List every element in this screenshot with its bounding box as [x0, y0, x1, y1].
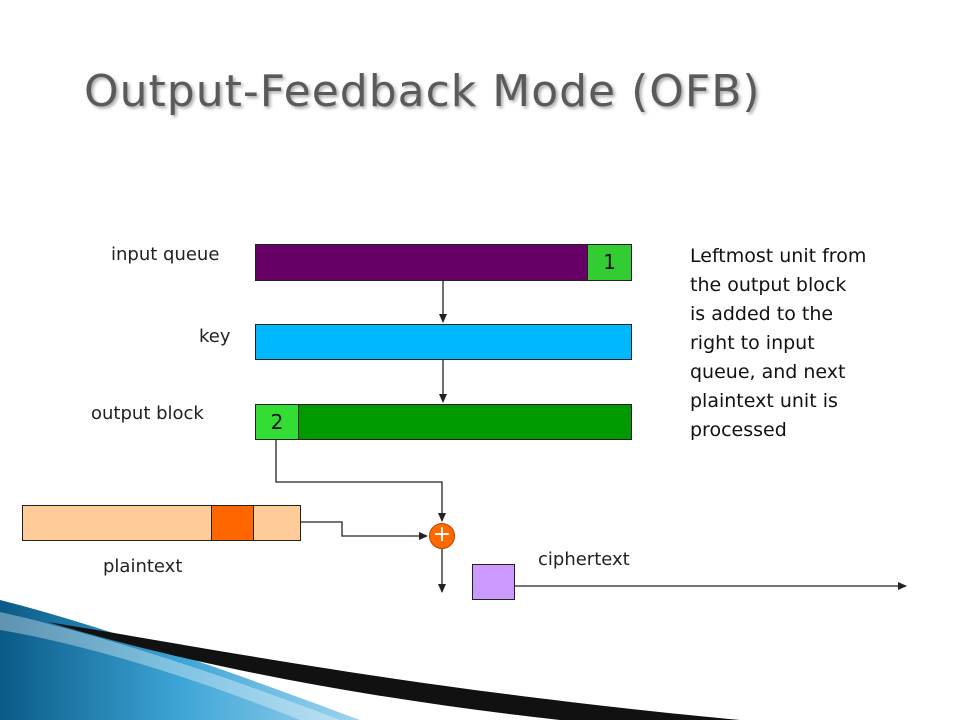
output-block-unit: 2	[256, 405, 299, 439]
plaintext-block	[22, 505, 301, 541]
description-line: right to input	[690, 332, 815, 354]
label-output-block: output block	[91, 403, 204, 424]
label-input-queue: input queue	[111, 244, 220, 265]
description-line: is added to the	[690, 303, 834, 325]
label-plaintext: plaintext	[103, 556, 183, 577]
description-line: the output block	[690, 274, 847, 296]
description-text: Leftmost unit from the output block is a…	[690, 242, 930, 445]
output-block: 2	[255, 404, 632, 440]
description-line: plaintext unit is	[690, 390, 838, 412]
label-key: key	[199, 326, 231, 347]
description-line: queue, and next	[690, 361, 846, 383]
ciphertext-unit	[472, 564, 515, 600]
input-queue-block: 1	[255, 244, 632, 281]
input-queue-unit: 1	[587, 245, 631, 280]
xor-operator: +	[429, 523, 455, 549]
plaintext-unit	[211, 506, 254, 540]
slide-title: Output-Feedback Mode (OFB)	[84, 66, 761, 117]
description-line: Leftmost unit from	[690, 245, 867, 267]
arrow-output-to-xor	[275, 440, 446, 522]
label-ciphertext: ciphertext	[538, 549, 630, 570]
key-block	[255, 324, 632, 360]
description-line: processed	[690, 419, 787, 441]
